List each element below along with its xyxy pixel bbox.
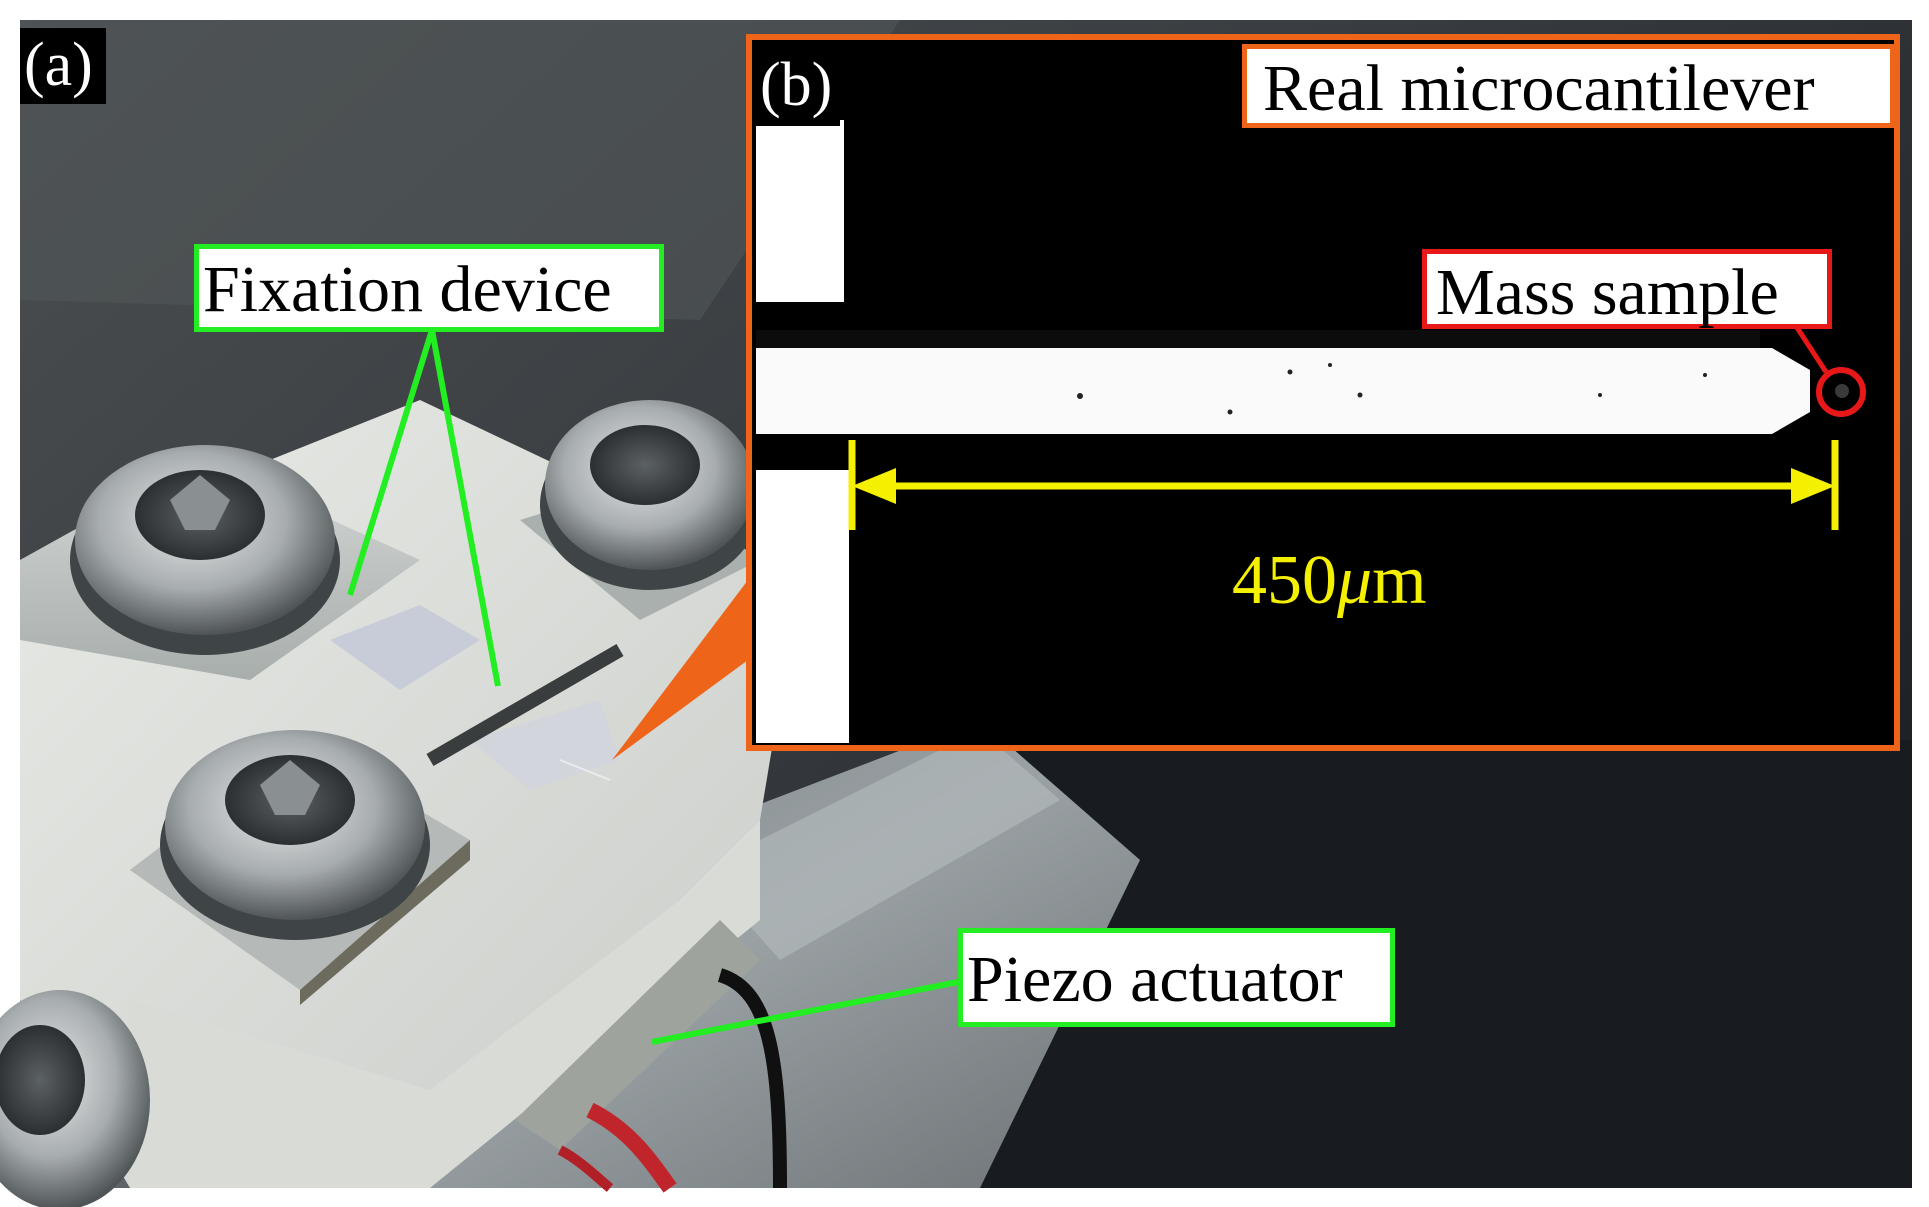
scale-unit: m — [1372, 542, 1427, 619]
red-wire — [586, 1102, 677, 1193]
real-microcantilever-label: Real microcantilever — [1242, 44, 1895, 128]
scale-value: 450 — [1232, 542, 1337, 619]
panel-label-a: (a) — [20, 28, 106, 104]
mass-sample-marker — [1816, 367, 1866, 417]
zoom-wedge — [612, 580, 748, 760]
scale-arrow-left — [852, 468, 896, 504]
scale-bar-label: 450μm — [1232, 546, 1427, 616]
piezo-actuator-label: Piezo actuator — [958, 928, 1395, 1027]
piezo-pointer — [651, 979, 959, 1045]
fixation-pointer-left — [347, 329, 435, 596]
chip-die — [470, 700, 620, 790]
scale-unit-prefix: μ — [1337, 542, 1373, 619]
chip — [330, 605, 480, 690]
mass-sample-label: Mass sample — [1422, 249, 1832, 329]
screw — [0, 990, 150, 1207]
fixation-pointer-right — [429, 329, 501, 687]
screw — [70, 445, 340, 655]
microscope-inset — [746, 34, 1900, 751]
black-wire — [717, 968, 787, 1189]
scale-arrow-right — [1791, 468, 1835, 504]
piezo-element — [515, 920, 760, 1150]
screw — [540, 400, 760, 590]
screw — [160, 730, 430, 940]
fixation-device-label: Fixation device — [194, 244, 664, 332]
panel-label-b: (b) — [756, 46, 840, 126]
inset-border — [746, 34, 1900, 751]
cantilever-beam — [756, 348, 1810, 434]
